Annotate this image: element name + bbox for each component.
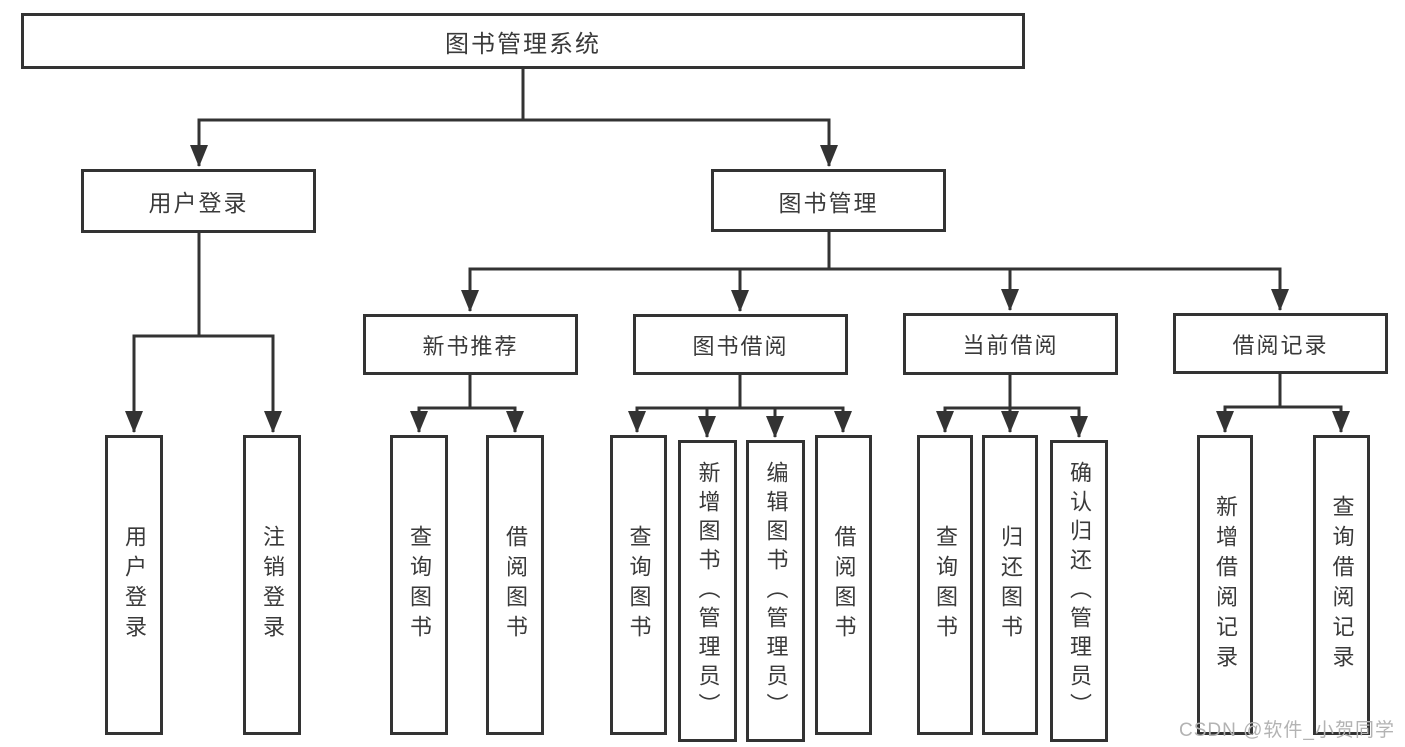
node-book-management-label: 图书管理	[778, 189, 879, 216]
node-borrow-record: 借阅记录	[1173, 313, 1388, 374]
leaf-current-query-book-label: 查询图书	[933, 525, 958, 645]
leaf-edit-book-admin-label: 编辑图书（管理员）	[763, 460, 789, 722]
node-book-borrow: 图书借阅	[633, 314, 848, 375]
leaf-return-book: 归还图书	[982, 435, 1038, 735]
leaf-add-borrow-record: 新增借阅记录	[1197, 435, 1253, 735]
leaf-logout-label: 注销登录	[260, 525, 285, 645]
leaf-newbook-borrow-book-label: 借阅图书	[503, 525, 528, 645]
leaf-edit-book-admin: 编辑图书（管理员）	[746, 440, 805, 742]
leaf-add-book-admin: 新增图书（管理员）	[678, 440, 737, 742]
leaf-newbook-borrow-book: 借阅图书	[486, 435, 544, 735]
leaf-borrow-query-book: 查询图书	[610, 435, 667, 735]
leaf-borrow-query-book-label: 查询图书	[626, 525, 652, 645]
node-user-login-label: 用户登录	[148, 190, 249, 216]
node-root-label: 图书管理系统	[445, 30, 601, 58]
leaf-borrow-book-label: 借阅图书	[831, 525, 857, 645]
node-book-borrow-label: 图书借阅	[692, 333, 789, 359]
node-user-login: 用户登录	[81, 169, 316, 233]
leaf-user-login: 用户登录	[105, 435, 163, 735]
leaf-query-borrow-record-label: 查询借阅记录	[1329, 495, 1355, 675]
node-current-borrow-label: 当前借阅	[962, 333, 1059, 358]
node-root: 图书管理系统	[21, 13, 1025, 69]
leaf-user-login-label: 用户登录	[122, 525, 147, 645]
leaf-add-borrow-record-label: 新增借阅记录	[1213, 495, 1238, 675]
leaf-current-query-book: 查询图书	[917, 435, 973, 735]
leaf-confirm-return-admin-label: 确认归还（管理员）	[1067, 460, 1092, 722]
leaf-logout: 注销登录	[243, 435, 301, 735]
leaf-newbook-query-book-label: 查询图书	[407, 525, 432, 645]
node-current-borrow: 当前借阅	[903, 313, 1118, 375]
leaf-borrow-book: 借阅图书	[815, 435, 872, 735]
node-new-book-recommend: 新书推荐	[363, 314, 578, 375]
node-borrow-record-label: 借阅记录	[1232, 332, 1329, 358]
leaf-confirm-return-admin: 确认归还（管理员）	[1050, 440, 1108, 742]
node-new-book-recommend-label: 新书推荐	[422, 333, 519, 359]
leaf-add-book-admin-label: 新增图书（管理员）	[695, 460, 721, 722]
leaf-newbook-query-book: 查询图书	[390, 435, 448, 735]
leaf-return-book-label: 归还图书	[998, 525, 1023, 645]
node-book-management: 图书管理	[711, 169, 946, 232]
leaf-query-borrow-record: 查询借阅记录	[1313, 435, 1370, 735]
